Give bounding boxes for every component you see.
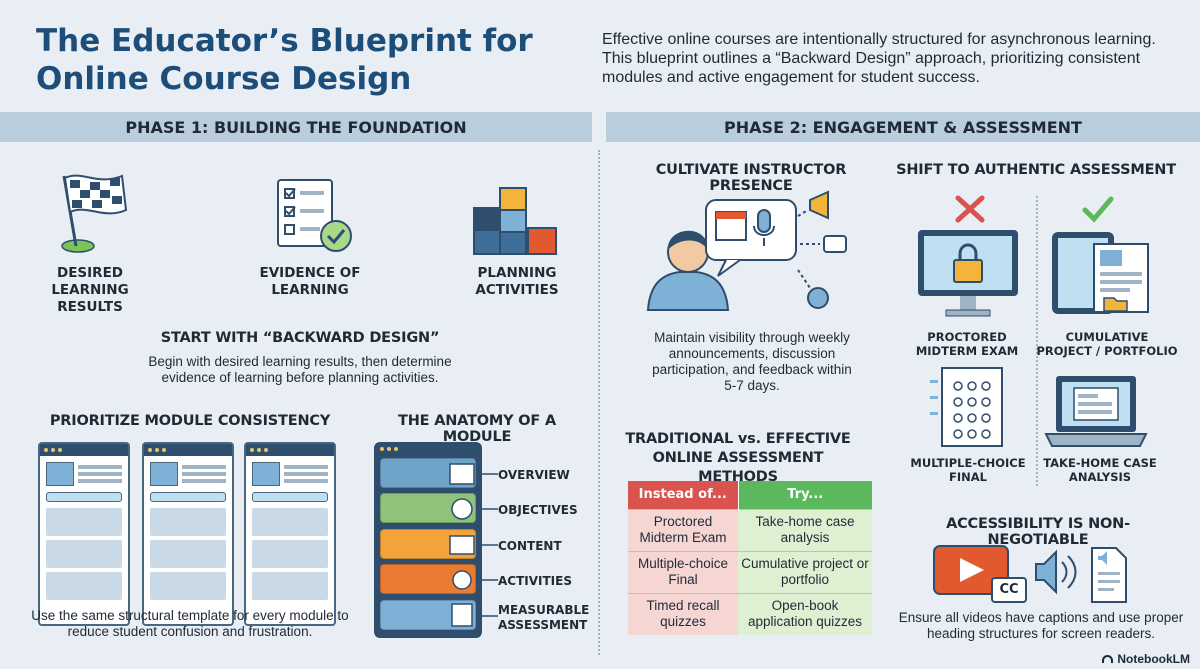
try-cell: Open-book application quizzes [738,592,872,635]
try-cell: Take-home case analysis [738,508,872,551]
notebooklm-logo-icon [1102,655,1114,663]
accessibility-title: ACCESSIBILITY IS NON-NEGOTIABLE [946,516,1130,548]
assessment-divider [1036,196,1038,486]
module-consistency-text: Use the same structural template for eve… [31,608,349,639]
x-mark-icon [955,195,985,223]
backward-design-text: Begin with desired learning results, the… [148,354,452,385]
instructor-presence-text: Maintain visibility through weekly annou… [652,330,852,393]
module-template-2 [142,442,234,626]
anatomy-connectors [449,463,498,627]
assessment-comparison-table: Instead of... Try... Proctored Midterm E… [628,481,872,635]
comparison-title: TRADITIONAL vs. EFFECTIVE ONLINE ASSESSM… [625,431,851,485]
check-mark-icon [1082,196,1114,223]
instead-cell: Multiple-choice Final [628,550,739,593]
authentic-assessment-title: SHIFT TO AUTHENTIC ASSESSMENT [896,162,1176,178]
instructor-presence-title: CULTIVATE INSTRUCTOR PRESENCE [655,162,847,194]
closed-captions-label: CC [999,582,1019,597]
column-instead-of: Instead of... [628,481,739,509]
anatomy-overview-label: OVERVIEW [498,468,570,482]
try-cell: Cumulative project or portfolio [738,550,872,593]
step-desired-learning-results: DESIRED LEARNING RESULTS [51,265,129,315]
instead-cell: Proctored Midterm Exam [628,508,739,551]
table-row: Proctored Midterm Exam Take-home case an… [628,508,872,551]
brand-name: NotebookLM [1117,652,1190,666]
anatomy-objectives-label: OBJECTIVES [498,503,578,517]
module-consistency-title: PRIORITIZE MODULE CONSISTENCY [49,413,331,429]
accessibility-text: Ensure all videos have captions and use … [898,610,1184,641]
brand-watermark: NotebookLM [1102,652,1190,666]
phase-2-header: PHASE 2: ENGAGEMENT & ASSESSMENT [606,112,1200,142]
bubble-sheet-icon [930,367,1003,447]
checkered-flag-icon [61,174,128,253]
step-planning-activities: PLANNING ACTIVITIES [475,265,559,298]
anatomy-assessment-label: MEASURABLE ASSESSMENT [498,603,590,632]
anatomy-activities-label: ACTIVITIES [498,574,572,588]
instead-cell: Timed recall quizzes [628,592,739,635]
page-title: The Educator’s Blueprint for Online Cour… [36,23,533,97]
cumulative-project-label: CUMULATIVE PROJECT / PORTFOLIO [1036,330,1178,358]
laptop-case-icon [1044,376,1148,447]
phase-1-header: PHASE 1: BUILDING THE FOUNDATION [0,112,592,142]
accessibility-icons [933,545,1127,603]
locked-monitor-icon [918,230,1018,317]
column-try: Try... [738,481,872,509]
take-home-case-label: TAKE-HOME CASE ANALYSIS [1043,456,1157,484]
instructor-communication-icon [646,190,847,311]
intro-text: Effective online courses are intentional… [602,31,1156,86]
anatomy-content-label: CONTENT [498,539,562,553]
backward-design-title: START WITH “BACKWARD DESIGN” [160,330,440,346]
step-evidence-of-learning: EVIDENCE OF LEARNING [259,265,361,298]
module-template-3 [244,442,336,626]
phase-divider [598,150,600,655]
proctored-midterm-label: PROCTORED MIDTERM EXAM [915,330,1019,358]
table-row: Multiple-choice Final Cumulative project… [628,550,872,593]
tablet-portfolio-icon [1052,232,1149,314]
building-blocks-icon [473,187,557,255]
module-template-1 [38,442,130,626]
multiple-choice-final-label: MULTIPLE-CHOICE FINAL [910,456,1026,484]
table-row: Timed recall quizzes Open-book applicati… [628,592,872,635]
anatomy-title: THE ANATOMY OF A MODULE [398,413,556,445]
checklist-icon [277,179,352,252]
